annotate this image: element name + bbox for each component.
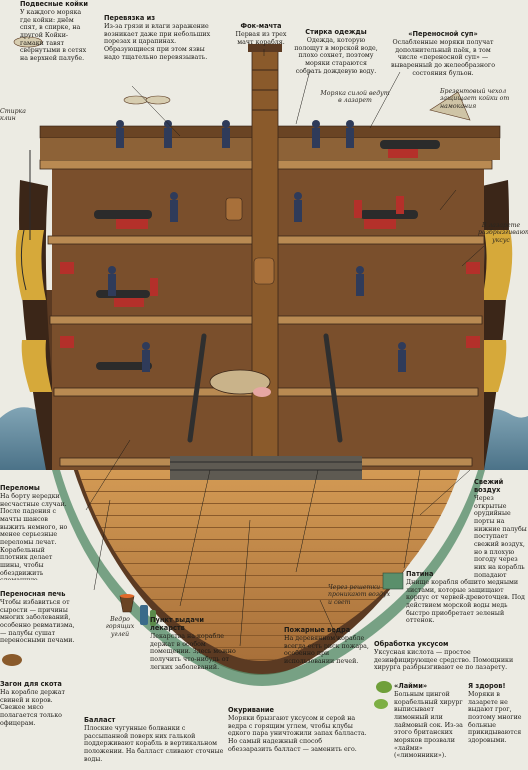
fresh-air-heading: Свежий воздух (474, 478, 504, 495)
ballast-label: Балласт Плоские чугунные болванки с расс… (84, 716, 224, 764)
bucket-caption: Ведро горящих углей (105, 616, 135, 638)
fumigation-label: Окуривание Моряки брызгают уксусом и сер… (228, 706, 368, 762)
limey-label: «Лайми» Больным цингой корабельный хирур… (394, 682, 466, 762)
tarpaulin-caption: Брезентовый чехол защищает койки от намо… (440, 88, 510, 110)
hammocks-body: У каждого моряка где койки: днём спят, в… (20, 9, 87, 63)
hull-wales (15, 230, 513, 392)
vinegar-body: Уксусная кислота — простое дезинфицирующ… (374, 649, 514, 672)
ballast-body: Плоские чугунные болванки с рассыпанной … (84, 725, 224, 763)
pumps (187, 333, 343, 443)
bottles-icon (140, 605, 156, 626)
ballast-bed (170, 456, 362, 480)
pig-pen (209, 369, 271, 395)
livestock-label: Загон для скота На корабле держат свиней… (0, 680, 76, 730)
pig-icon (253, 387, 271, 397)
healthy-heading: Я здоров! (468, 682, 506, 690)
fresh-air-label: Свежий воздух Через открытые орудийные п… (474, 478, 528, 580)
vinegar-heading: Обработка уксусом (374, 640, 449, 648)
patina-swatch-icon (382, 572, 404, 590)
dressing-label: Перевязка из Из-за грязи и влаги заражен… (104, 14, 222, 74)
topmast-heading: Фок-мачта (240, 22, 282, 30)
dressing-heading: Перевязка из (104, 14, 156, 22)
healthy-label: Я здоров! Моряки в лазарете не выдают гр… (468, 682, 528, 762)
medicine-label: Пункт выдачи лекарств Лекарства на кораб… (150, 616, 238, 682)
fresh-air-body: Через открытые орудийные порты на нижние… (474, 495, 527, 580)
medicine-heading: Пункт выдачи лекарств (150, 616, 205, 633)
portable-soup-body: Ослабленные моряки получат дополнительны… (390, 39, 495, 77)
tarpaulin (429, 91, 471, 121)
sick-to-sickbay-caption: Моряка силой ведут в лазарет (320, 90, 390, 105)
livestock-body: На корабле держат свиней и коров. Свежее… (0, 689, 65, 727)
ruptures-body: На борту нередки несчастные случаи. Посл… (0, 493, 68, 580)
fire-buckets-body: На деревянном корабле всегда есть риск п… (284, 635, 369, 666)
hammocks-label: Подвесные койки У каждого моряка где кой… (20, 0, 90, 96)
ventilation-label: Переносная печь Чтобы избавиться от сыро… (0, 590, 82, 656)
copper-sheathing (52, 470, 485, 686)
fumigation-heading: Окуривание (228, 706, 274, 714)
hammock-icon (13, 36, 171, 105)
dressing-body: Из-за грязи и влаги заражение возникает … (104, 23, 211, 61)
sickbay-caption: В лазарете разбрызгивают уксус (478, 222, 528, 244)
leader-lines (85, 49, 485, 647)
barrels (225, 197, 275, 285)
topmast-label: Фок-мачта Первая из трех мачт корабля. (228, 22, 294, 46)
ruptures-label: Переломы На борту нередки несчастные слу… (0, 484, 70, 580)
hammocks-heading: Подвесные койки (20, 0, 88, 8)
through-grating-caption: Через решетки проникают воздух и свет (328, 584, 391, 606)
limey-body: Больным цингой корабельный хирург выписы… (394, 691, 463, 760)
topmast-body: Первая из трех мачт корабля. (235, 31, 287, 46)
drying-body: Одежда, которую полощут в морской воде, … (294, 37, 378, 75)
vinegar-label: Обработка уксусом Уксусная кислота — про… (374, 640, 526, 676)
portable-soup-heading: «Переносной суп» (408, 30, 478, 38)
portable-soup-label: «Переносной суп» Ослабленные моряки полу… (388, 30, 498, 80)
medicine-body: Лекарства на корабле держат в особом пом… (150, 633, 236, 671)
ventilation-heading: Переносная печь (0, 590, 66, 598)
storm-hook-caption: Стирка клин (0, 108, 26, 123)
patina-heading: Патина (406, 570, 434, 578)
cannons (94, 140, 440, 370)
limey-heading: «Лайми» (394, 682, 428, 690)
drying-heading: Стирка одежды (305, 28, 367, 36)
crew-figures (108, 120, 406, 372)
ballast-heading: Балласт (84, 716, 116, 724)
patina-body: Днище корабля обшито медными листами, ко… (406, 579, 525, 625)
lime-icon (374, 681, 392, 709)
patina-label: Патина Днище корабля обшито медными лист… (406, 570, 526, 636)
fire-buckets-label: Пожарные ведра На деревянном корабле все… (284, 626, 378, 674)
drying-label: Стирка одежды Одежда, которую полощут в … (292, 28, 380, 78)
gunports (60, 262, 480, 348)
livestock-heading: Загон для скота (0, 680, 62, 688)
ventilation-body: Чтобы избавиться от сырости — причины мн… (0, 599, 75, 645)
fire-buckets-heading: Пожарные ведра (284, 626, 351, 634)
bucket-icon (119, 594, 135, 613)
rigging (20, 150, 31, 291)
ruptures-heading: Переломы (0, 484, 40, 492)
cow-icon (2, 654, 22, 666)
fumigation-body: Моряки брызгают уксусом и серой на ведра… (228, 715, 367, 753)
healthy-body: Моряки в лазарете не выдают грог, поэтом… (468, 691, 522, 745)
